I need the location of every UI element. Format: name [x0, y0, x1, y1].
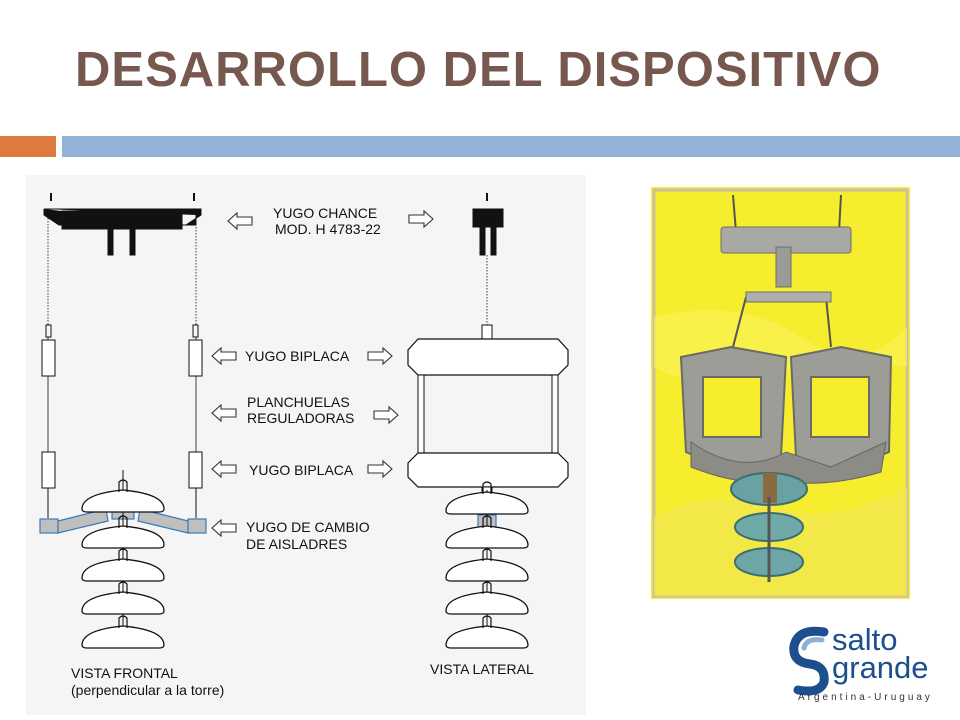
logo-text-salto: salto — [832, 622, 898, 657]
salto-grande-logo: salto grande Argentina-Uruguay — [782, 620, 952, 715]
front-insulator-string — [81, 470, 165, 649]
label-yugo-chance: YUGO CHANCE — [273, 205, 378, 221]
technical-diagram: YUGO CHANCE MOD. H 4783-22 YUGO BIPLACA … — [26, 175, 586, 715]
side-insulator-string — [445, 481, 529, 649]
logo-country: Argentina-Uruguay — [798, 692, 933, 703]
label-planchuelas: PLANCHUELAS — [247, 394, 350, 410]
label-vista-frontal: VISTA FRONTAL — [71, 665, 178, 681]
side-view — [407, 193, 569, 512]
label-yugo-biplaca-top: YUGO BIPLACA — [245, 348, 350, 364]
label-vista-frontal-sub: (perpendicular a la torre) — [71, 682, 225, 698]
label-reguladoras: REGULADORAS — [247, 410, 355, 426]
accent-bar — [0, 136, 56, 157]
label-yugo-cambio: YUGO DE CAMBIO — [246, 519, 370, 535]
header-bar — [62, 136, 960, 157]
label-yugo-chance-model: MOD. H 4783-22 — [275, 221, 381, 237]
front-view — [41, 193, 203, 518]
label-vista-lateral: VISTA LATERAL — [430, 661, 534, 677]
page-title: DESARROLLO DEL DISPOSITIVO — [75, 43, 882, 97]
swirl-logo-icon — [789, 626, 829, 696]
label-yugo-biplaca-bottom: YUGO BIPLACA — [249, 462, 354, 478]
label-de-aisladres: DE AISLADRES — [246, 536, 348, 552]
label-arrows — [211, 210, 434, 537]
logo-text-grande: grande — [832, 650, 929, 685]
diagram-drawing — [39, 193, 569, 649]
device-photo — [651, 187, 910, 599]
